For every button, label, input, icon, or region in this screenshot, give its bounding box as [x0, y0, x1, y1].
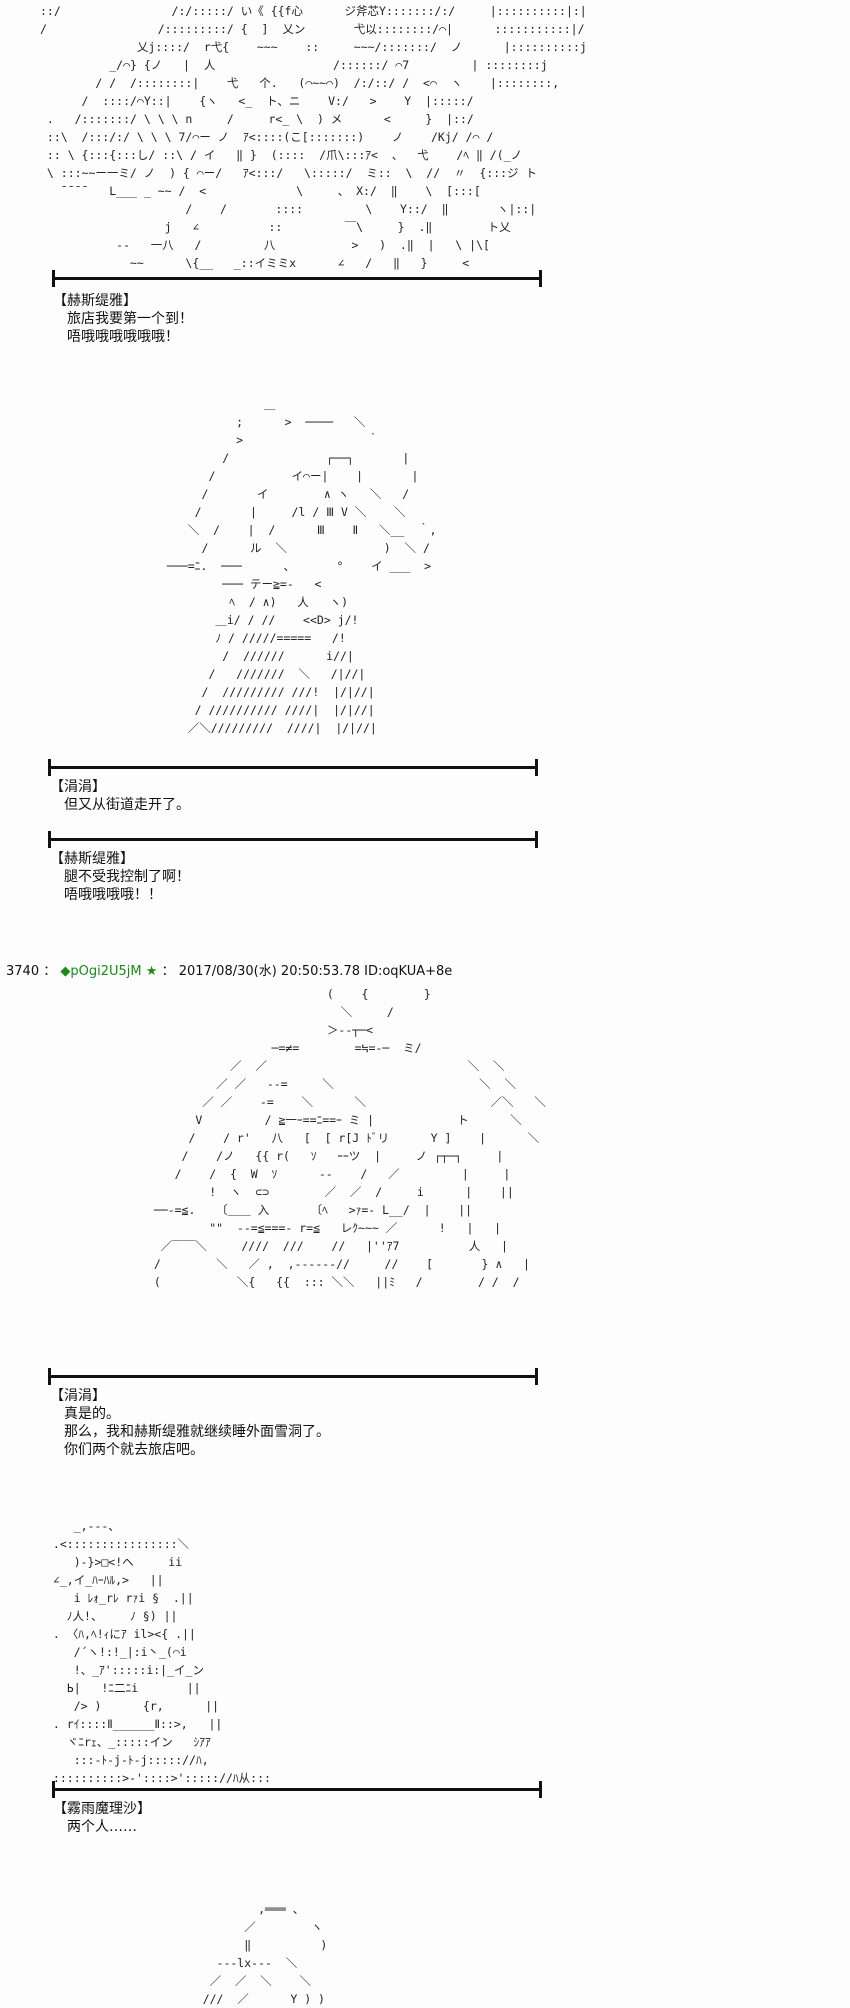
dialogue-block: 【赫斯缇雅】 旅店我要第一个到！ 唔哦哦哦哦哦哦！ — [53, 292, 193, 346]
separator-line — [48, 831, 538, 848]
separator-line — [52, 1781, 542, 1798]
dialogue-block: 【涓涓】 但又从街道走开了。 — [50, 778, 190, 814]
dialogue-line: 真是的。 — [64, 1406, 120, 1422]
separator-colon: ： — [161, 964, 175, 979]
dialogue-line: 那么，我和赫斯缇雅就继续睡外面雪洞了。 — [64, 1424, 330, 1440]
speaker-name: 【涓涓】 — [50, 779, 106, 795]
separator-line — [52, 270, 542, 287]
dialogue-block: 【赫斯缇雅】 腿不受我控制了啊！ 唔哦哦哦哦！！ — [50, 850, 190, 904]
dialogue-line: 旅店我要第一个到！ — [67, 311, 193, 327]
ascii-art-scene-4: ,═══ 、 ／ ヽ ‖ ) --‐lx‐‐‐ ＼ ／ ／ ＼ ＼ /// ／ … — [202, 1902, 328, 2006]
ascii-art-scene-1: ::/ /:/:::::/ い《 {{f心 ジ斧芯Y:::::::/:/ |::… — [40, 4, 587, 270]
separator-colon: ： — [43, 964, 57, 979]
star-icon: ★ — [145, 964, 158, 979]
speaker-name: 【涓涓】 — [50, 1388, 106, 1404]
trip-code: pOgi2U5jM — [70, 964, 142, 979]
dialogue-block: 【霧雨魔理沙】 两个人…… — [53, 1800, 151, 1836]
ascii-art-scene-3: ( { } ＼ / ＞‐‐┬─< ─=≠= =≒=-─ ミ/ ／ ／ ＼ ＼ ／… — [153, 987, 546, 1289]
separator-line — [48, 759, 538, 776]
post-header: 3740 ： ◆pOgi2U5jM ★ ： 2017/08/30(水) 20:5… — [6, 960, 452, 979]
dialogue-line: 但又从街道走开了。 — [64, 797, 190, 813]
post-datetime: 2017/08/30(水) 20:50:53.78 — [178, 964, 360, 979]
post-number[interactable]: 3740 — [6, 964, 40, 979]
ascii-art-scene-2: ＿ ; > ──── ＼ > ｀ / ┌──┐ | / イ⌒ー| | | / イ… — [166, 397, 437, 735]
speaker-name: 【霧雨魔理沙】 — [53, 1801, 151, 1817]
separator-line — [48, 1368, 538, 1385]
post-id: ID:oqKUA+8e — [364, 964, 453, 979]
diamond-icon: ◆ — [60, 964, 71, 979]
dialogue-line: 唔哦哦哦哦！！ — [64, 887, 162, 903]
dialogue-line: 唔哦哦哦哦哦哦！ — [67, 329, 179, 345]
dialogue-block: 【涓涓】 真是的。 那么，我和赫斯缇雅就继续睡外面雪洞了。 你们两个就去旅店吧。 — [50, 1387, 330, 1459]
dialogue-line: 两个人…… — [67, 1819, 137, 1835]
dialogue-line: 腿不受我控制了啊！ — [64, 869, 190, 885]
speaker-name: 【赫斯缇雅】 — [50, 851, 134, 867]
ascii-art-marisa: _,-‐-、 .<::::::::::::::::＼ )-}>□<!ヘ ii ∠… — [52, 1519, 271, 1785]
speaker-name: 【赫斯缇雅】 — [53, 293, 137, 309]
dialogue-line: 你们两个就去旅店吧。 — [64, 1442, 204, 1458]
